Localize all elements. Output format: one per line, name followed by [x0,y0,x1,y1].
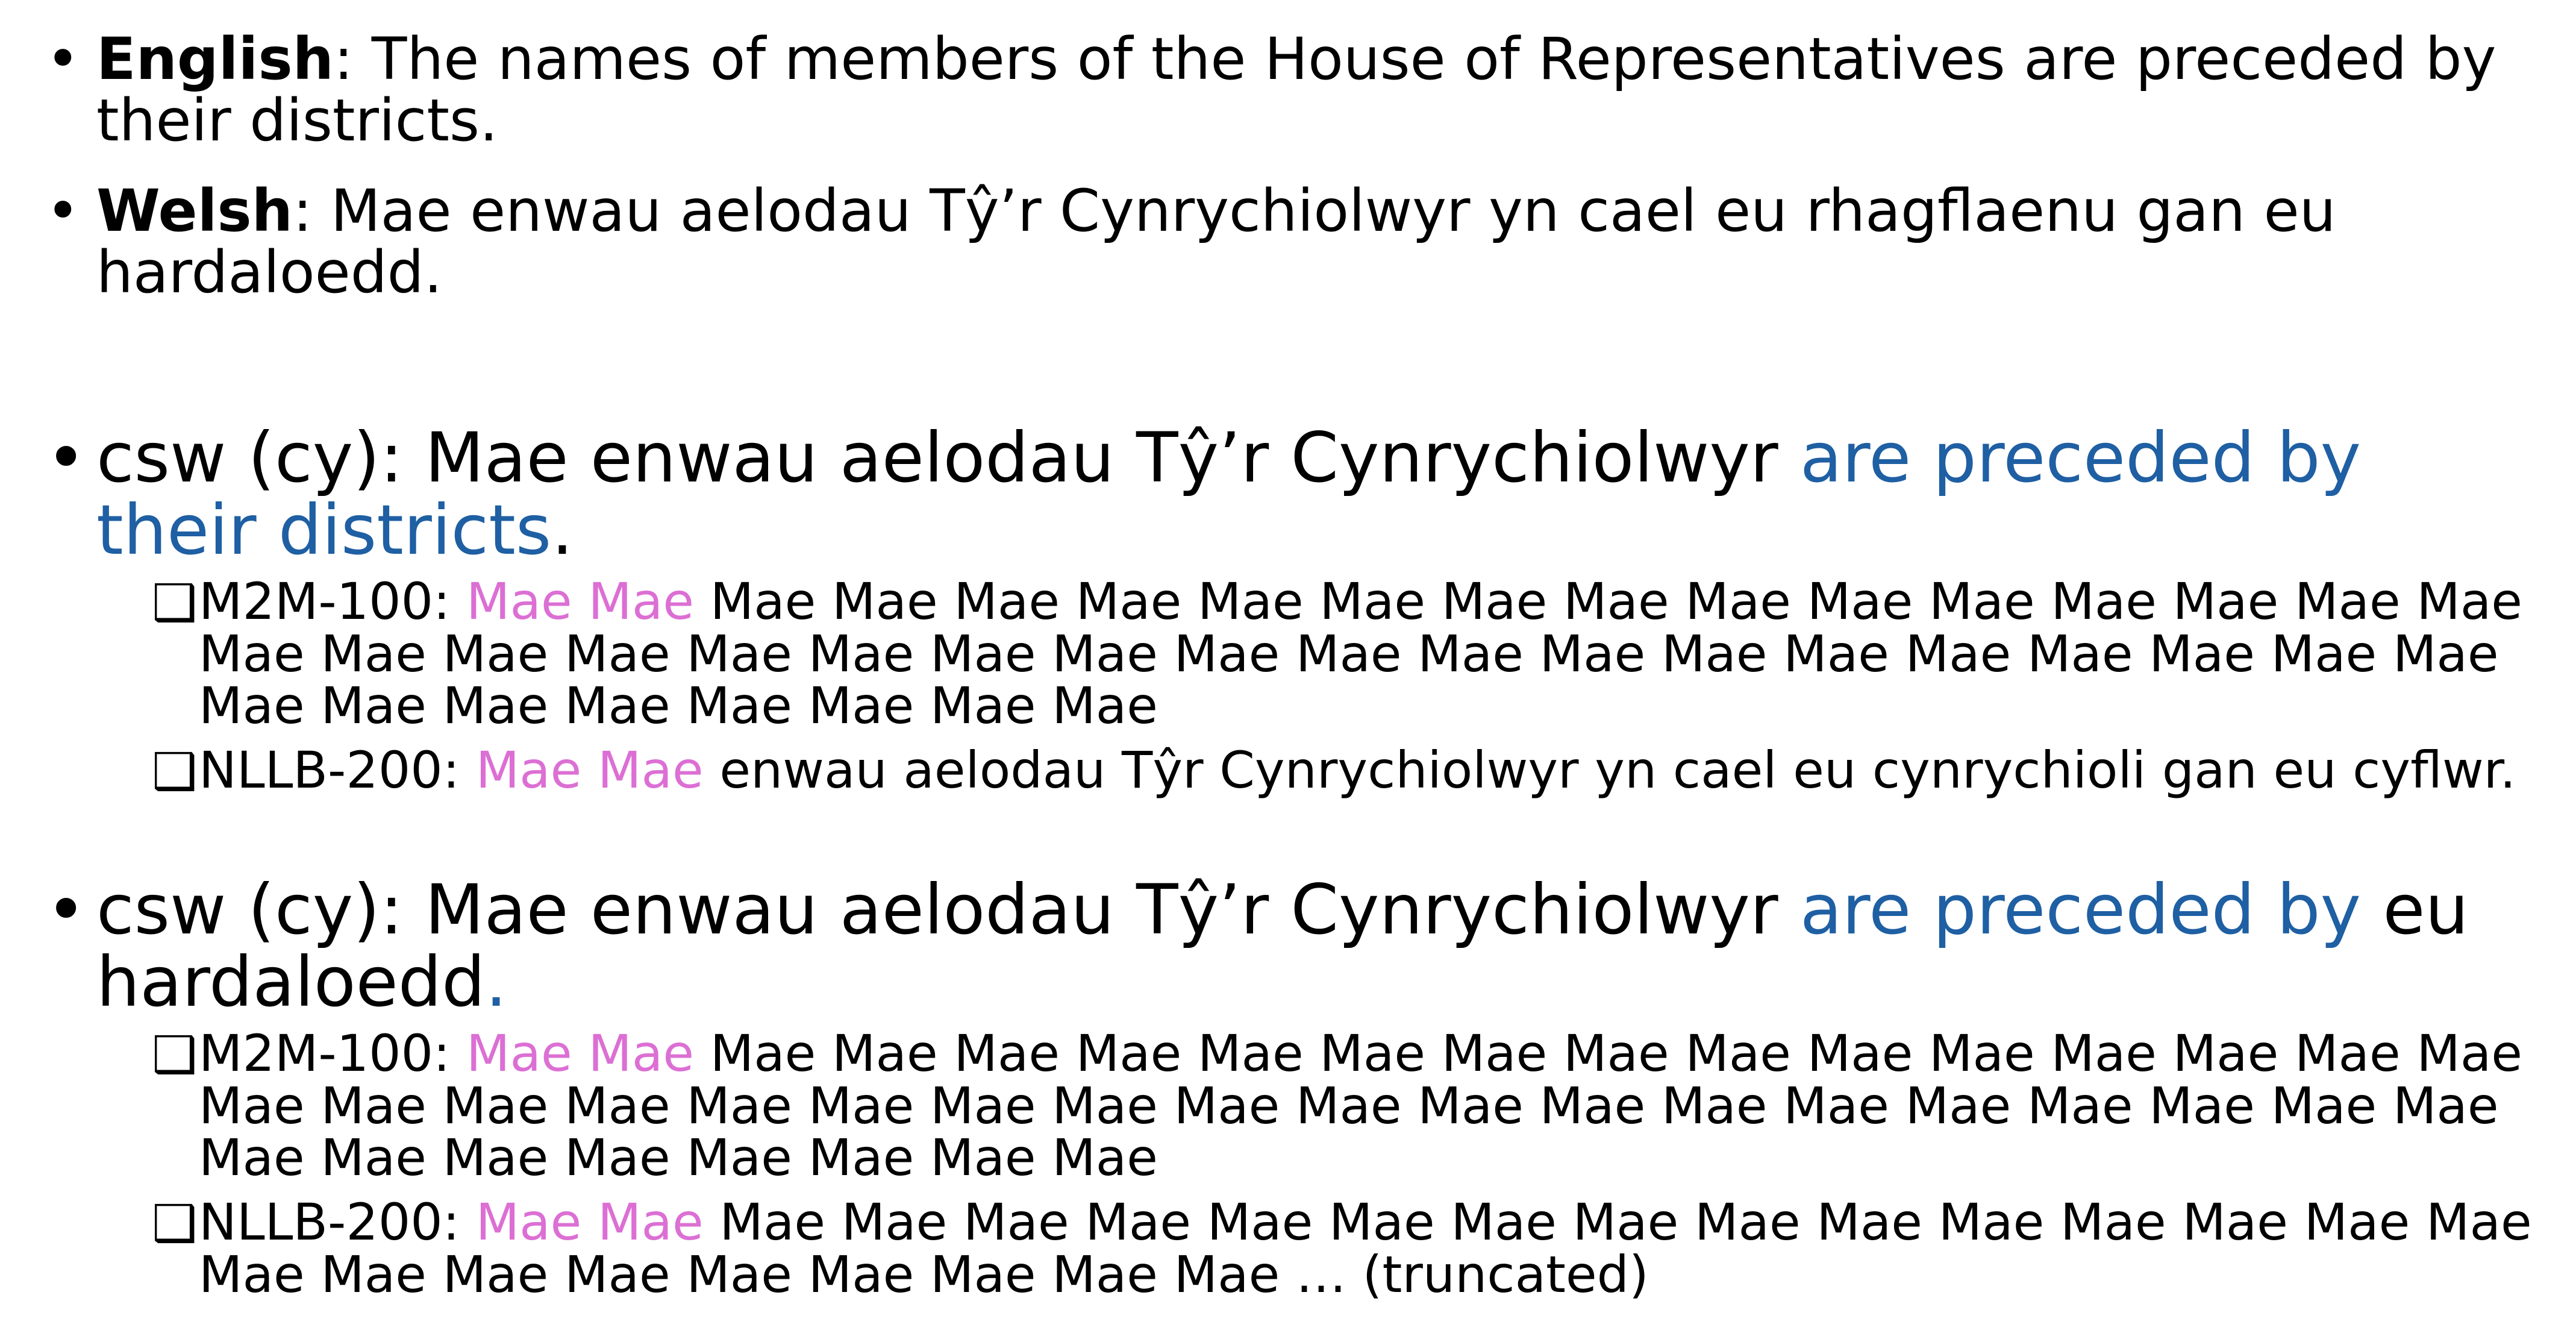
checkbox-bullet-icon: ❑ [152,1025,198,1084]
welsh-bullet: • Welsh: Mae enwau aelodau Tŷ’r Cynrychi… [46,180,2542,304]
m2m-label: M2M-100: [199,572,467,631]
csw-1-highlight: are preceded by their districts [96,418,2362,570]
checkbox-bullet-icon: ❑ [152,742,198,801]
nllb-highlight: Mae Mae [475,741,704,800]
m2m-text: Mae Mae Mae Mae Mae Mae Mae Mae Mae Mae … [199,572,2522,736]
nllb-text: Mae Mae Mae Mae Mae Mae Mae Mae Mae Mae … [199,1193,2532,1304]
welsh-sentence: : Mae enwau aelodau Tŷ’r Cynrychiolwyr y… [96,177,2336,306]
csw-1-nllb-output: ❑ NLLB-200: Mae Mae enwau aelodau Tŷr Cy… [152,741,2536,800]
csw-1-m2m-output: ❑ M2M-100: Mae Mae Mae Mae Mae Mae Mae M… [152,572,2536,736]
nllb-text: enwau aelodau Tŷr Cynrychiolwyr yn cael … [703,741,2516,800]
csw-bullet-2: • csw (cy): Mae enwau aelodau Tŷ’r Cynry… [46,874,2542,1018]
csw-2-highlight: are preceded by [1799,870,2362,950]
checkbox-bullet-icon: ❑ [152,1194,198,1253]
disc-bullet-icon: • [46,25,80,93]
csw-2-suffix: . [485,941,507,1022]
english-label: English [96,25,334,93]
csw-2-prefix: csw (cy): Mae enwau aelodau Tŷ’r Cynrych… [96,870,1800,950]
m2m-highlight: Mae Mae [466,1024,695,1083]
m2m-label: M2M-100: [199,1024,467,1083]
nllb-label: NLLB-200: [199,741,476,800]
csw-1-prefix: csw (cy): Mae enwau aelodau Tŷ’r Cynrych… [96,418,1800,498]
welsh-label: Welsh [96,177,293,245]
disc-bullet-icon: • [46,418,87,498]
csw-2-m2m-output: ❑ M2M-100: Mae Mae Mae Mae Mae Mae Mae M… [152,1024,2536,1188]
csw-1-suffix: . [551,489,574,570]
m2m-text: Mae Mae Mae Mae Mae Mae Mae Mae Mae Mae … [199,1024,2522,1188]
disc-bullet-icon: • [46,870,87,950]
english-sentence: : The names of members of the House of R… [96,25,2496,154]
english-bullet: • English: The names of members of the H… [46,28,2542,152]
csw-2-nllb-output: ❑ NLLB-200: Mae Mae Mae Mae Mae Mae Mae … [152,1193,2536,1300]
csw-bullet-1: • csw (cy): Mae enwau aelodau Tŷ’r Cynry… [46,422,2542,566]
disc-bullet-icon: • [46,177,80,245]
csw-2-mid: eu hardaloedd [96,870,2469,1022]
checkbox-bullet-icon: ❑ [152,573,198,632]
nllb-highlight: Mae Mae [475,1193,704,1252]
nllb-label: NLLB-200: [199,1193,476,1252]
m2m-highlight: Mae Mae [466,572,695,631]
